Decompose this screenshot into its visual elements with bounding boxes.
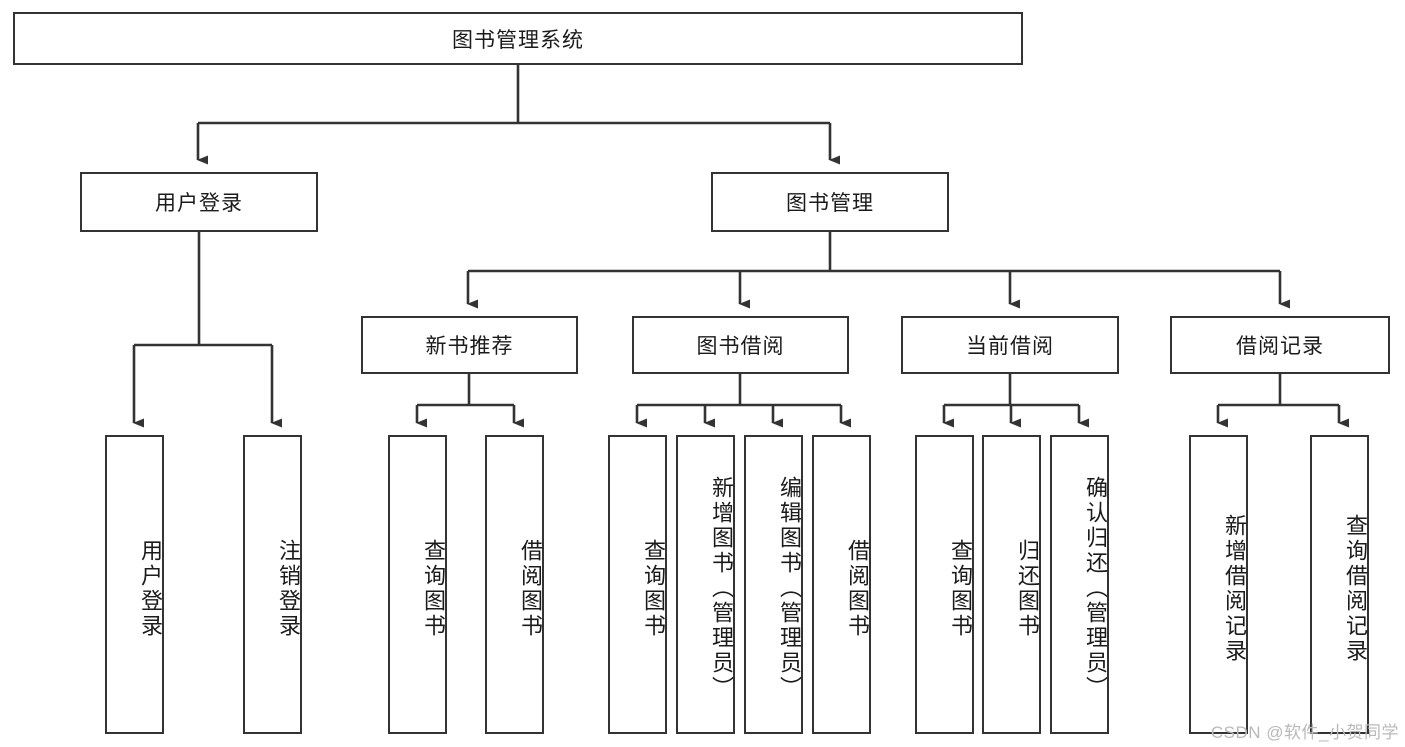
leaf-return-book[interactable]: 归还图书 bbox=[982, 435, 1041, 734]
leaf-borrow-book-label: 借阅图书 bbox=[845, 538, 870, 639]
leaf-query-book-current[interactable]: 查询图书 bbox=[915, 435, 974, 734]
leaf-borrow-book[interactable]: 借阅图书 bbox=[812, 435, 871, 734]
node-current-borrow-label: 当前借阅 bbox=[966, 335, 1054, 358]
leaf-query-book-recommend[interactable]: 查询图书 bbox=[388, 435, 447, 734]
leaf-borrow-book-recommend-label: 借阅图书 bbox=[518, 538, 543, 639]
leaf-query-borrow-record-label: 查询借阅记录 bbox=[1343, 513, 1368, 664]
leaf-return-book-label: 归还图书 bbox=[1015, 538, 1040, 639]
node-book-management-label: 图书管理 bbox=[786, 192, 874, 215]
leaf-edit-book-admin-label: 编辑图书（管理员） bbox=[777, 476, 802, 701]
leaf-query-book-recommend-label: 查询图书 bbox=[421, 538, 446, 639]
node-root-label: 图书管理系统 bbox=[452, 28, 584, 52]
node-borrow-record-label: 借阅记录 bbox=[1236, 335, 1324, 358]
leaf-logout-label: 注销登录 bbox=[276, 538, 301, 639]
node-borrow-record[interactable]: 借阅记录 bbox=[1170, 316, 1390, 374]
node-book-borrow-label: 图书借阅 bbox=[696, 335, 785, 358]
leaf-add-borrow-record[interactable]: 新增借阅记录 bbox=[1189, 435, 1248, 734]
leaf-query-book-borrow[interactable]: 查询图书 bbox=[608, 435, 667, 734]
node-root[interactable]: 图书管理系统 bbox=[13, 12, 1023, 65]
leaf-add-borrow-record-label: 新增借阅记录 bbox=[1222, 513, 1247, 664]
leaf-logout[interactable]: 注销登录 bbox=[243, 435, 302, 734]
leaf-add-book-admin[interactable]: 新增图书（管理员） bbox=[676, 435, 735, 734]
node-new-book-recommend-label: 新书推荐 bbox=[425, 335, 514, 358]
node-current-borrow[interactable]: 当前借阅 bbox=[901, 316, 1119, 374]
leaf-confirm-return-admin-label: 确认归还（管理员） bbox=[1083, 476, 1108, 701]
node-book-borrow[interactable]: 图书借阅 bbox=[632, 316, 849, 374]
node-new-book-recommend[interactable]: 新书推荐 bbox=[361, 316, 578, 374]
node-book-management[interactable]: 图书管理 bbox=[711, 172, 949, 232]
leaf-query-borrow-record[interactable]: 查询借阅记录 bbox=[1310, 435, 1369, 734]
leaf-borrow-book-recommend[interactable]: 借阅图书 bbox=[485, 435, 544, 734]
leaf-user-login-label: 用户登录 bbox=[138, 538, 163, 639]
leaf-add-book-admin-label: 新增图书（管理员） bbox=[709, 476, 734, 701]
leaf-query-book-current-label: 查询图书 bbox=[948, 538, 973, 639]
leaf-confirm-return-admin[interactable]: 确认归还（管理员） bbox=[1050, 435, 1109, 734]
node-user-login[interactable]: 用户登录 bbox=[80, 172, 318, 232]
leaf-query-book-borrow-label: 查询图书 bbox=[641, 538, 666, 639]
leaf-user-login[interactable]: 用户登录 bbox=[105, 435, 164, 734]
leaf-edit-book-admin[interactable]: 编辑图书（管理员） bbox=[744, 435, 803, 734]
node-user-login-label: 用户登录 bbox=[155, 192, 243, 215]
